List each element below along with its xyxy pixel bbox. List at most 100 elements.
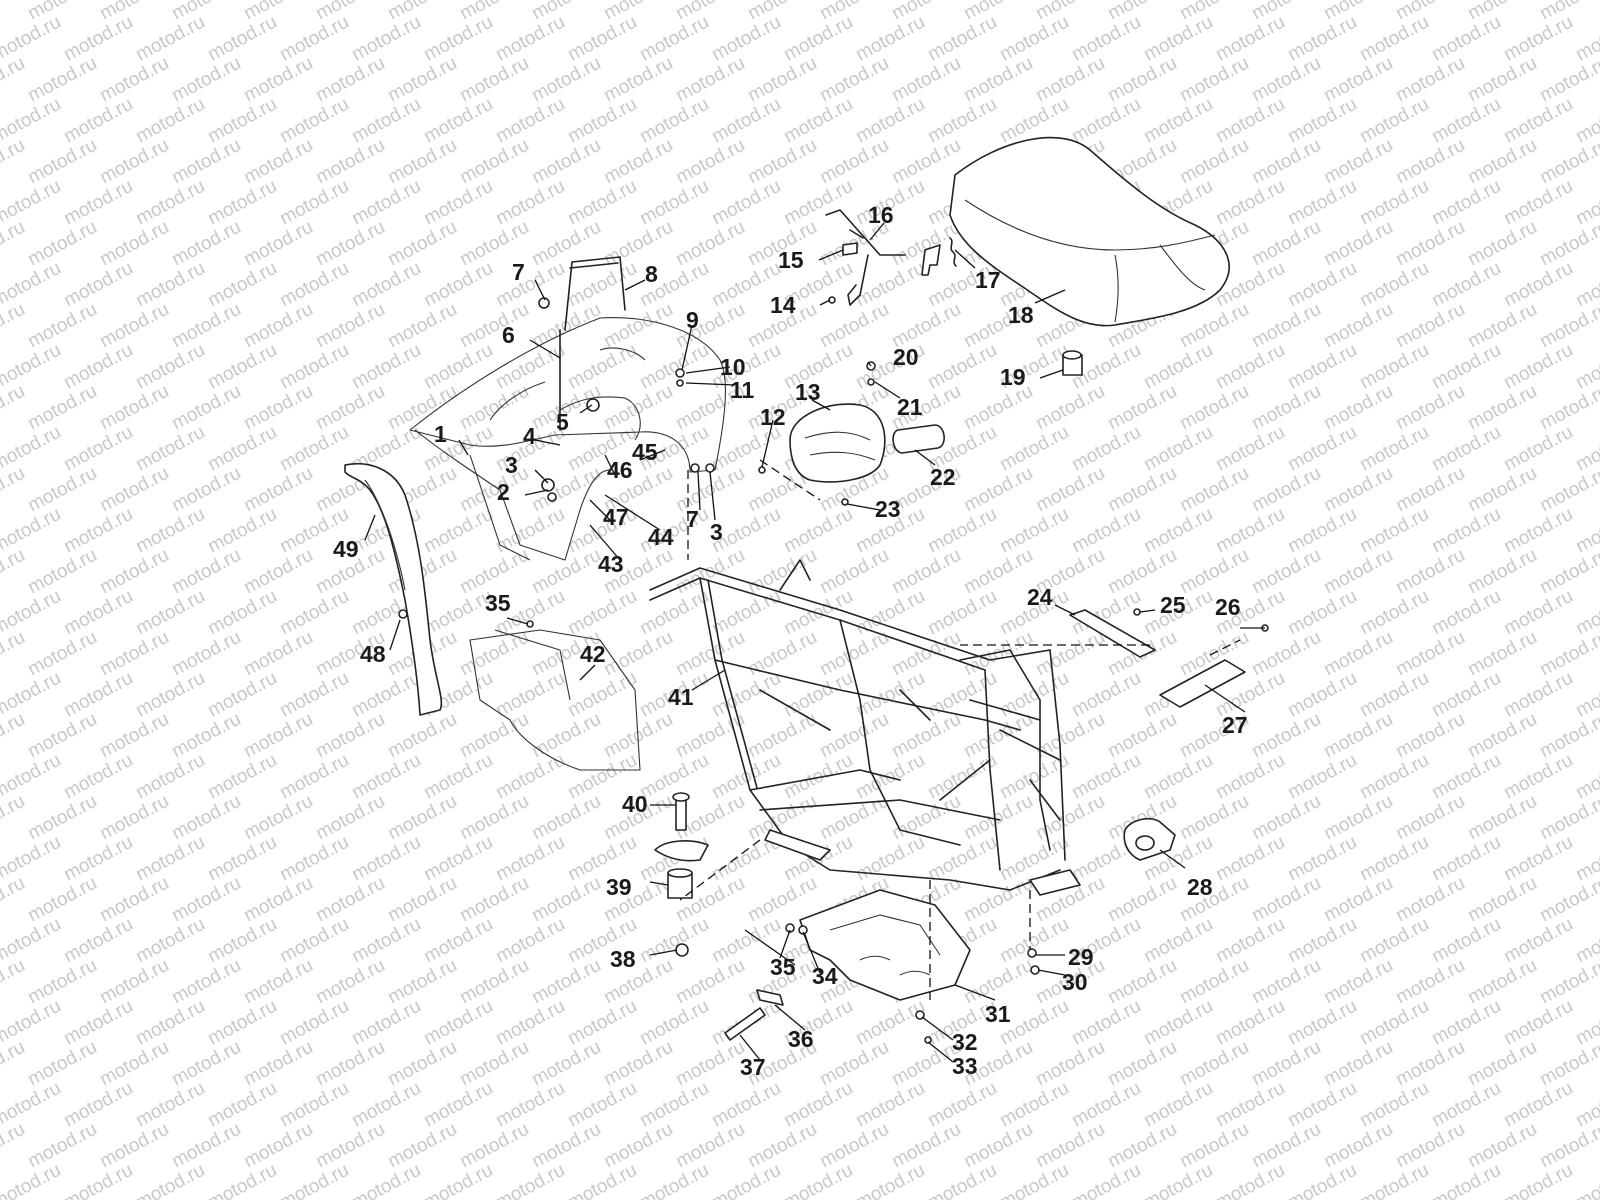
watermark-text: motod.ru [60, 258, 136, 312]
watermark-text: motod.ru [1500, 1160, 1576, 1200]
watermark-text: motod.ru [1176, 463, 1252, 517]
watermark-text: motod.ru [204, 1078, 280, 1132]
watermark-text: motod.ru [1248, 1119, 1324, 1173]
watermark-text: motod.ru [456, 1119, 532, 1173]
watermark-text: motod.ru [132, 12, 208, 66]
watermark-text: motod.ru [0, 299, 29, 353]
watermark-text: motod.ru [1068, 504, 1144, 558]
watermark-text: motod.ru [564, 12, 640, 66]
watermark-text: motod.ru [744, 709, 820, 763]
watermark-text: motod.ru [96, 791, 172, 845]
watermark-text: motod.ru [1248, 1037, 1324, 1091]
watermark-text: motod.ru [384, 1119, 460, 1173]
watermark-text: motod.ru [1104, 463, 1180, 517]
watermark-text: motod.ru [564, 1078, 640, 1132]
watermark-text: motod.ru [1068, 12, 1144, 66]
watermark-text: motod.ru [384, 135, 460, 189]
watermark-text: motod.ru [384, 955, 460, 1009]
watermark-text: motod.ru [1356, 12, 1432, 66]
watermark-text: motod.ru [1032, 1037, 1108, 1091]
watermark-text: motod.ru [1248, 791, 1324, 845]
watermark-text: motod.ru [1212, 832, 1288, 886]
watermark-text: motod.ru [636, 94, 712, 148]
callout-label: 45 [632, 439, 658, 465]
watermark-text: motod.ru [636, 1078, 712, 1132]
watermark-text: motod.ru [96, 53, 172, 107]
watermark-text: motod.ru [420, 1160, 496, 1200]
watermark-text: motod.ru [492, 94, 568, 148]
watermark-text: motod.ru [1068, 422, 1144, 476]
watermark-text: motod.ru [1464, 53, 1540, 107]
watermark-text: motod.ru [528, 1119, 604, 1173]
watermark-text: motod.ru [564, 258, 640, 312]
watermark-text: motod.ru [564, 996, 640, 1050]
seat-part [949, 136, 1230, 327]
watermark-text: motod.ru [1104, 1119, 1180, 1173]
callout-label: 8 [645, 261, 658, 287]
watermark-text: motod.ru [708, 1078, 784, 1132]
callout-label: 19 [1000, 364, 1026, 390]
callout-label: 24 [1027, 584, 1053, 610]
watermark-text: motod.ru [24, 381, 100, 435]
watermark-text: motod.ru [528, 545, 604, 599]
watermark-text: motod.ru [348, 832, 424, 886]
mount-part [654, 792, 709, 899]
watermark-text: motod.ru [1212, 996, 1288, 1050]
watermark-text: motod.ru [1284, 1160, 1360, 1200]
watermark-text: motod.ru [1212, 176, 1288, 230]
callout-label: 20 [893, 344, 919, 370]
callout-label: 28 [1187, 874, 1213, 900]
callout-label: 40 [622, 791, 648, 817]
watermark-text: motod.ru [1428, 176, 1504, 230]
watermark-text: motod.ru [1284, 94, 1360, 148]
watermark-text: motod.ru [996, 12, 1072, 66]
watermark-text: motod.ru [636, 176, 712, 230]
watermark-text: motod.ru [312, 1119, 388, 1173]
watermark-text: motod.ru [636, 996, 712, 1050]
watermark-text: motod.ru [996, 422, 1072, 476]
watermark-text: motod.ru [600, 135, 676, 189]
watermark-text: motod.ru [1356, 668, 1432, 722]
watermark-text: motod.ru [24, 299, 100, 353]
watermark-text: motod.ru [204, 422, 280, 476]
watermark-text: motod.ru [1392, 873, 1468, 927]
watermark-text: motod.ru [852, 94, 928, 148]
watermark-text: motod.ru [1500, 914, 1576, 968]
watermark-text: motod.ru [240, 791, 316, 845]
watermark-text: motod.ru [240, 955, 316, 1009]
watermark-text: motod.ru [1320, 873, 1396, 927]
watermark-text: motod.ru [1356, 176, 1432, 230]
watermark-text: motod.ru [1320, 1037, 1396, 1091]
watermark-text: motod.ru [1104, 381, 1180, 435]
watermark-text: motod.ru [672, 299, 748, 353]
watermark-text: motod.ru [24, 955, 100, 1009]
watermark-text: motod.ru [456, 299, 532, 353]
watermark-text: motod.ru [600, 381, 676, 435]
watermark-text: motod.ru [348, 750, 424, 804]
callout-label: 6 [502, 322, 515, 348]
watermark-text: motod.ru [0, 217, 29, 271]
watermark-text: motod.ru [1284, 176, 1360, 230]
watermark-text: motod.ru [1356, 1078, 1432, 1132]
watermark-text: motod.ru [24, 545, 100, 599]
watermark-text: motod.ru [420, 340, 496, 394]
watermark-text: motod.ru [1212, 504, 1288, 558]
watermark-text: motod.ru [1464, 381, 1540, 435]
watermark-text: motod.ru [420, 1078, 496, 1132]
watermark-text: motod.ru [924, 668, 1000, 722]
watermark-text: motod.ru [60, 996, 136, 1050]
watermark-text: motod.ru [1284, 504, 1360, 558]
watermark-text: motod.ru [24, 709, 100, 763]
watermark-text: motod.ru [1284, 914, 1360, 968]
watermark-text: motod.ru [204, 750, 280, 804]
watermark-text: motod.ru [0, 463, 29, 517]
watermark-text: motod.ru [1068, 668, 1144, 722]
watermark-text: motod.ru [1428, 94, 1504, 148]
watermark-text: motod.ru [132, 504, 208, 558]
watermark-text: motod.ru [600, 299, 676, 353]
watermark-text: motod.ru [168, 873, 244, 927]
watermark-text: motod.ru [1500, 750, 1576, 804]
watermark-text: motod.ru [1212, 94, 1288, 148]
watermark-text: motod.ru [0, 791, 29, 845]
callout-label: 36 [788, 1026, 814, 1052]
